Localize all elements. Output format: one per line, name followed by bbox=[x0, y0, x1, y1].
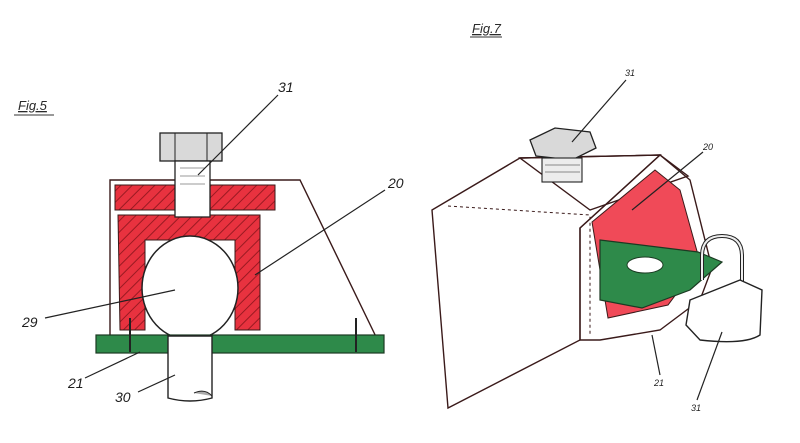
fig7-plate-hole bbox=[626, 256, 664, 274]
fig5-bolt bbox=[159, 132, 223, 218]
fig7-bolt bbox=[529, 127, 597, 183]
fig5-lead-31 bbox=[197, 94, 279, 176]
figure-5-title: Fig.5 bbox=[18, 98, 48, 113]
fig7-lead-21 bbox=[651, 334, 661, 376]
fig5-lead-20 bbox=[254, 189, 386, 276]
fig5-shaft bbox=[167, 335, 213, 402]
fig5-lead-29 bbox=[44, 289, 176, 319]
fig7-plate bbox=[599, 239, 724, 309]
fig5-callout-housing: 20 bbox=[387, 175, 404, 191]
fig5-callout-shaft: 30 bbox=[115, 389, 131, 405]
fig5-shaft-break bbox=[193, 390, 213, 397]
fig7-lead-31-lock bbox=[696, 331, 723, 401]
fig7-housing-top bbox=[517, 154, 690, 211]
fig7-housing-seam bbox=[447, 205, 591, 335]
fig5-callout-bolt: 31 bbox=[278, 79, 294, 95]
figure-5: Fig.5 31 2 bbox=[14, 79, 404, 405]
fig7-callout-plate: 21 bbox=[653, 378, 664, 388]
fig7-callout-housing: 20 bbox=[702, 142, 713, 152]
fig7-lead-20 bbox=[631, 151, 704, 211]
fig5-lead-30 bbox=[137, 374, 176, 393]
fig7-callout-bolt: 31 bbox=[625, 68, 635, 78]
fig5-callout-ball: 29 bbox=[21, 314, 38, 330]
fig5-plate bbox=[95, 334, 385, 354]
fig7-callout-padlock: 31 bbox=[691, 403, 701, 413]
fig7-lead-31-top bbox=[571, 79, 627, 143]
fig5-callout-plate: 21 bbox=[67, 375, 84, 391]
figure-7-title: Fig.7 bbox=[472, 21, 502, 36]
fig7-padlock bbox=[685, 233, 763, 343]
fig5-ball bbox=[141, 235, 239, 341]
figure-7: Fig.7 31 20 bbox=[431, 21, 763, 413]
fig5-lead-21 bbox=[84, 351, 141, 379]
